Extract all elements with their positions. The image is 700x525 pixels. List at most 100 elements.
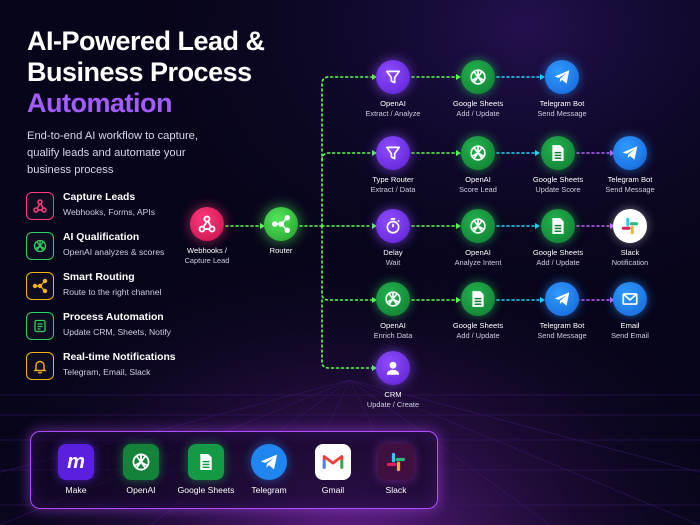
node-label: Webhooks /: [187, 246, 227, 255]
openai-icon: [461, 136, 495, 170]
node-sub: Send Message: [537, 108, 587, 118]
node-label: Telegram Bot: [607, 175, 653, 184]
openai-icon: [26, 232, 54, 260]
app-google-sheets[interactable]: Google Sheets: [171, 444, 241, 495]
node-sub: Notification: [611, 257, 649, 267]
feature-title: Real-time Notifications: [63, 352, 176, 363]
feature-process-automation: Process Automation Update CRM, Sheets, N…: [26, 312, 216, 352]
node-telegram-send[interactable]: Telegram Bot Send Message: [507, 60, 617, 118]
node-telegram-send-3[interactable]: Telegram Bot Send Message: [507, 282, 617, 340]
node-google-sheets-add-2[interactable]: Google Sheets Add / Update: [503, 209, 613, 267]
google-sheets-icon: [541, 209, 575, 243]
slack-icon: [378, 444, 414, 480]
node-email[interactable]: Email Send Email: [575, 282, 685, 340]
app-label: Google Sheets: [177, 485, 235, 495]
node-openai-score[interactable]: OpenAI Score Lead: [423, 136, 533, 194]
openai-icon: [123, 444, 159, 480]
node-sub: Wait: [385, 257, 401, 267]
node-label: OpenAI: [465, 175, 491, 184]
feature-title: AI Qualification: [63, 232, 140, 243]
filter-icon: [376, 60, 410, 94]
node-label: Google Sheets: [532, 175, 584, 184]
node-label: Type Router: [372, 175, 414, 184]
feature-title: Smart Routing: [63, 272, 135, 283]
openai-icon: [376, 282, 410, 316]
feature-desc: Webhooks, Forms, APIs: [63, 207, 156, 217]
feature-desc: Route to the right channel: [63, 287, 162, 297]
app-openai[interactable]: OpenAI: [106, 444, 176, 495]
feature-capture-leads: Capture Leads Webhooks, Forms, APIs: [26, 192, 216, 232]
telegram-icon: [613, 136, 647, 170]
node-sub: Capture Lead: [184, 255, 230, 265]
telegram-icon: [545, 60, 579, 94]
subtitle: End-to-end AI workflow to capture, quali…: [27, 130, 199, 176]
node-label: Delay: [383, 248, 403, 257]
app-label: Gmail: [321, 485, 345, 495]
node-openai-extract[interactable]: OpenAI Extract / Analyze: [338, 60, 448, 118]
node-telegram-send-2[interactable]: Telegram Bot Send Message: [575, 136, 685, 194]
app-make[interactable]: m Make: [41, 444, 111, 495]
feature-desc: Telegram, Email, Slack: [63, 367, 151, 377]
node-label: OpenAI: [465, 248, 491, 257]
user-icon: [376, 351, 410, 385]
app-label: Telegram: [251, 485, 287, 495]
bell-icon: [26, 352, 54, 380]
title-line-2: Business Process: [27, 57, 252, 87]
node-label: Google Sheets: [452, 99, 504, 108]
node-type-router[interactable]: Type Router Extract / Data: [338, 136, 448, 194]
node-sub: Add / Update: [536, 257, 580, 267]
slack-icon: [613, 209, 647, 243]
node-sub: Enrich Data: [373, 330, 413, 340]
node-google-sheets-add-3[interactable]: Google Sheets Add / Update: [423, 282, 533, 340]
title-line-1: AI-Powered Lead &: [27, 26, 265, 56]
node-crm[interactable]: CRM Update / Create: [338, 351, 448, 409]
app-label: Make: [65, 485, 87, 495]
node-google-sheets-score[interactable]: Google Sheets Update Score: [503, 136, 613, 194]
feature-desc: OpenAI analyzes & scores: [63, 247, 165, 257]
node-label: Email: [620, 321, 640, 330]
router-icon: [264, 207, 298, 241]
google-sheets-icon: [541, 136, 575, 170]
node-router[interactable]: Router: [226, 207, 336, 256]
filter-icon: [376, 136, 410, 170]
node-sub: Analyze Intent: [454, 257, 502, 267]
node-sub: Add / Update: [456, 108, 500, 118]
node-label: Google Sheets: [532, 248, 584, 257]
webhook-icon: [26, 192, 54, 220]
email-icon: [613, 282, 647, 316]
webhook-icon: [190, 207, 224, 241]
node-google-sheets-add[interactable]: Google Sheets Add / Update: [423, 60, 533, 118]
routing-icon: [26, 272, 54, 300]
node-openai-intent[interactable]: OpenAI Analyze Intent: [423, 209, 533, 267]
node-openai-enrich[interactable]: OpenAI Enrich Data: [338, 282, 448, 340]
app-gmail[interactable]: Gmail: [298, 444, 368, 495]
node-sub: Extract / Analyze: [365, 108, 421, 118]
node-delay[interactable]: Delay Wait: [338, 209, 448, 267]
feature-title: Process Automation: [63, 312, 164, 323]
node-label: OpenAI: [380, 321, 406, 330]
automation-icon: [26, 312, 54, 340]
node-sub: Update / Create: [366, 399, 420, 409]
app-label: OpenAI: [126, 485, 156, 495]
feature-realtime-notifications: Real-time Notifications Telegram, Email,…: [26, 352, 216, 392]
node-label: Telegram Bot: [539, 99, 585, 108]
node-slack[interactable]: Slack Notification: [575, 209, 685, 267]
feature-title: Capture Leads: [63, 192, 136, 203]
app-slack[interactable]: Slack: [361, 444, 431, 495]
telegram-icon: [545, 282, 579, 316]
node-sub: Send Message: [605, 184, 655, 194]
node-label: Router: [269, 246, 293, 255]
node-sub: Extract / Data: [370, 184, 416, 194]
app-label: Slack: [385, 485, 407, 495]
app-telegram[interactable]: Telegram: [234, 444, 304, 495]
feature-ai-qualification: AI Qualification OpenAI analyzes & score…: [26, 232, 216, 272]
node-sub: Add / Update: [456, 330, 500, 340]
node-webhooks[interactable]: Webhooks / Capture Lead: [152, 207, 262, 265]
node-label: Telegram Bot: [539, 321, 585, 330]
node-label: Google Sheets: [452, 321, 504, 330]
integrations-bar: m Make OpenAI Google Sheets Telegram Gma…: [30, 431, 438, 509]
node-sub: Update Score: [535, 184, 581, 194]
node-label: CRM: [384, 390, 402, 399]
openai-icon: [461, 209, 495, 243]
openai-icon: [461, 60, 495, 94]
